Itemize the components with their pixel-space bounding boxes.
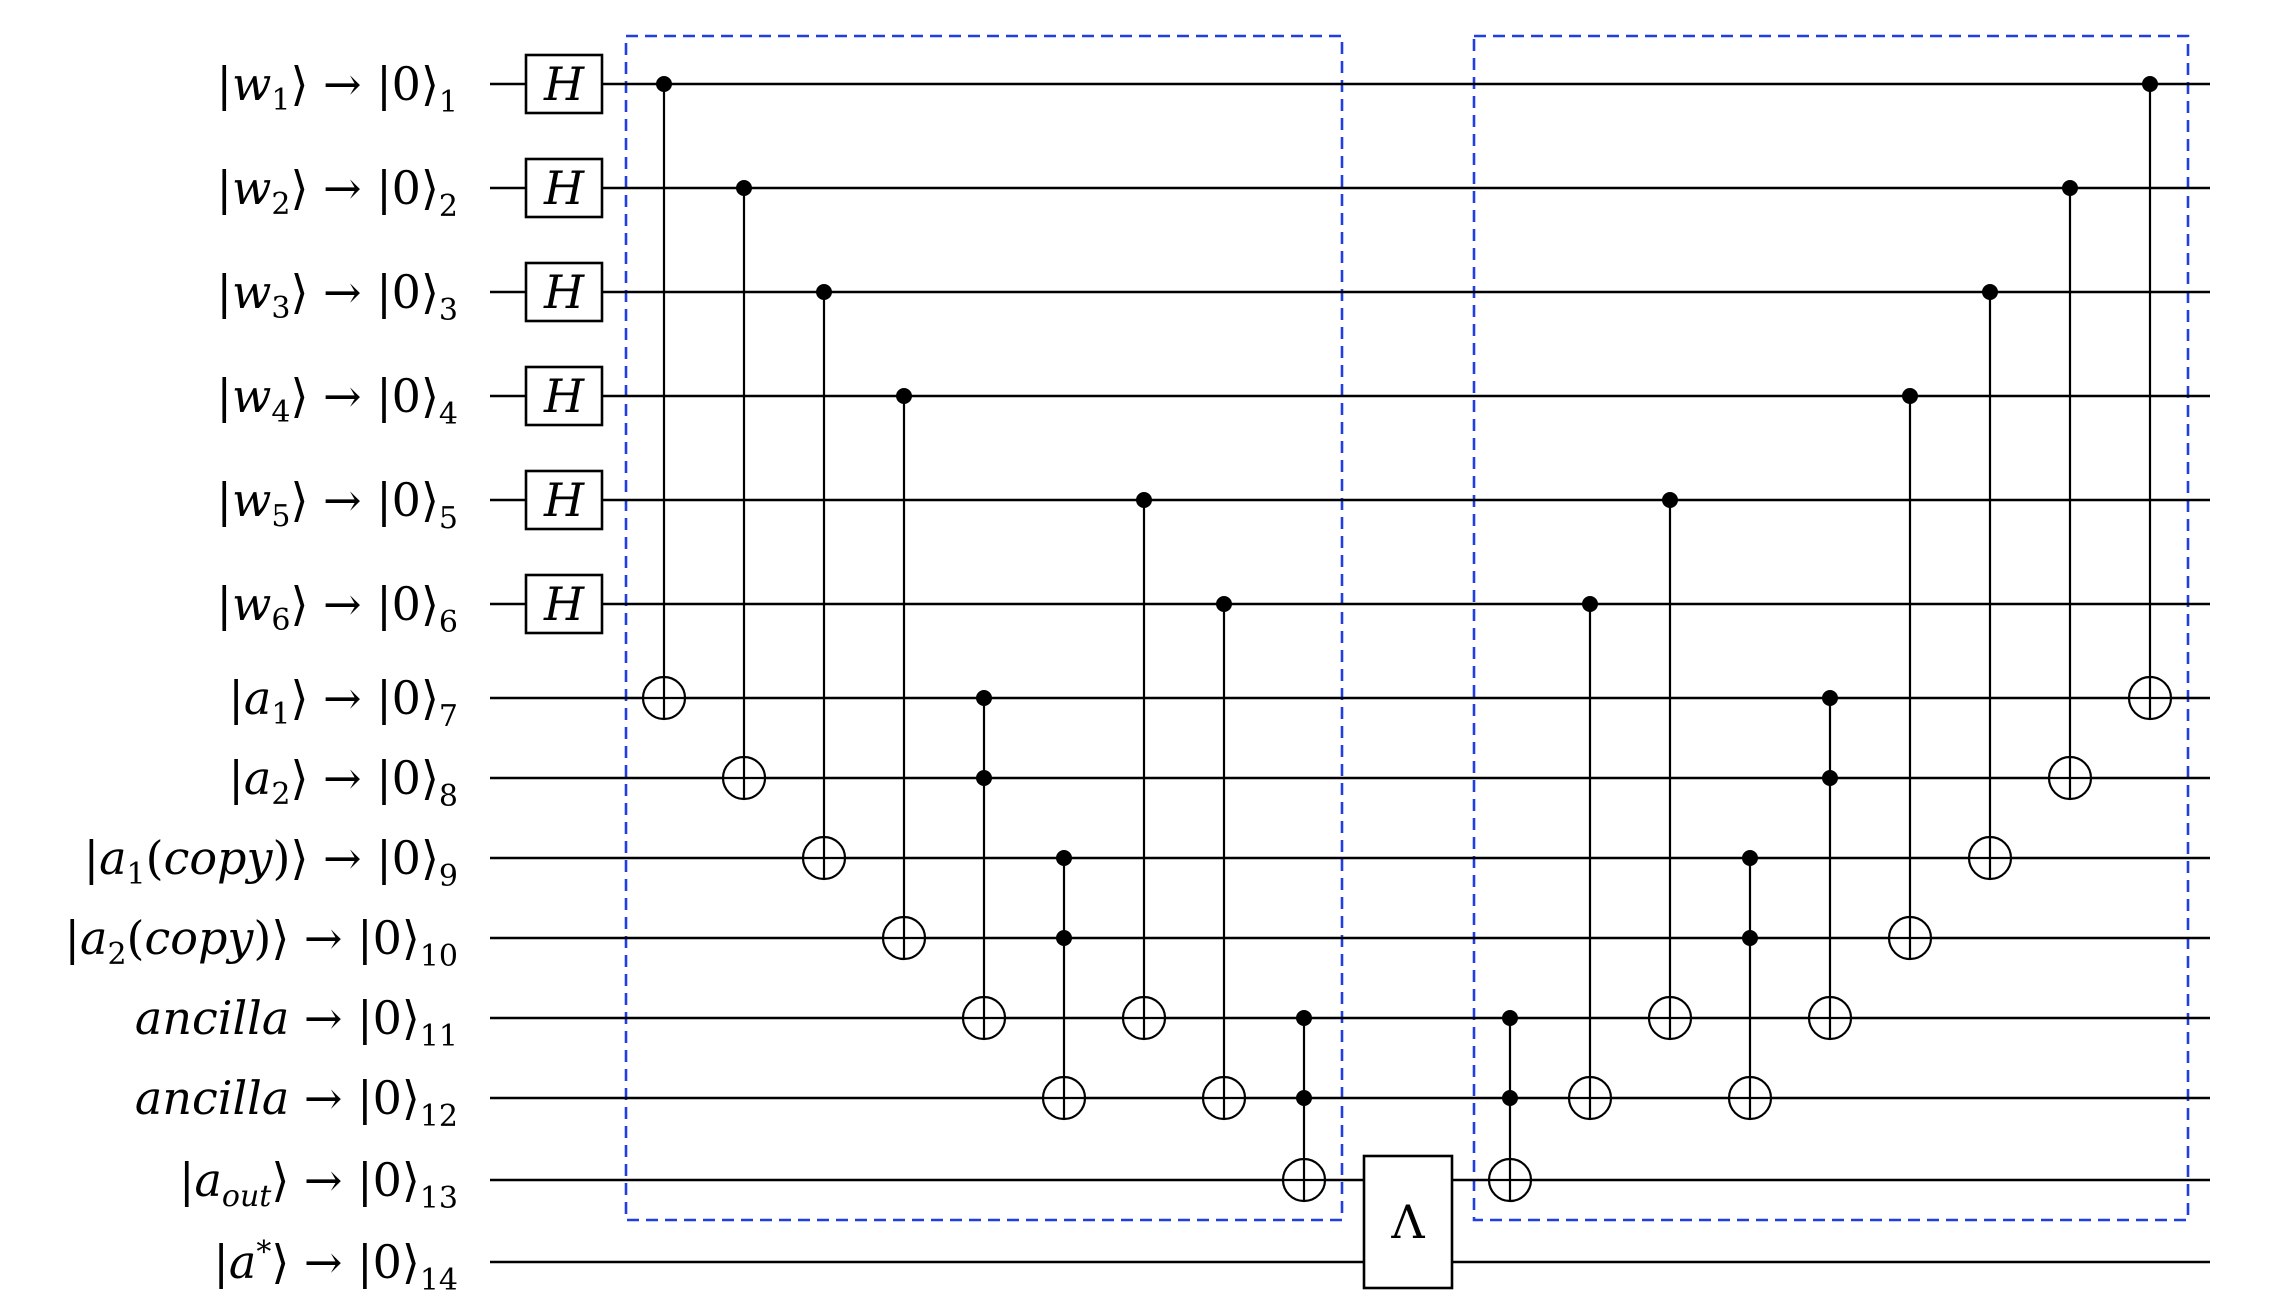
dashed-blocks — [624, 34, 2190, 1222]
cnot-gate-compute-4 — [881, 388, 927, 961]
qubit-label-8: |a2⟩ → |0⟩8 — [228, 751, 458, 814]
control-dot — [976, 770, 992, 786]
svg-text:H: H — [543, 473, 585, 527]
cnot-gate-uncompute-2 — [1567, 596, 1613, 1121]
cnot-gate-uncompute-1 — [1487, 1010, 1533, 1203]
qubit-label-9: |a1(copy)⟩ → |0⟩9 — [84, 831, 458, 894]
qubit-labels: |w1⟩ → |0⟩1 |w2⟩ → |0⟩2 |w3⟩ → |0⟩3 |w4⟩ → … — [65, 57, 458, 1298]
hadamard-gate-q2: H — [524, 157, 604, 219]
hadamard-gate-q6: H — [524, 573, 604, 635]
dashed-block-compute — [624, 34, 1344, 1222]
cnot-gate-compute-1 — [641, 76, 687, 721]
cnot-gate-compute-2 — [721, 180, 767, 801]
oracle-lambda-gate: Λ — [1362, 1154, 1454, 1290]
cnot-gate-compute-8 — [1201, 596, 1247, 1121]
qubit-label-13: |aout⟩ → |0⟩13 — [179, 1153, 458, 1216]
control-dot — [736, 180, 752, 196]
svg-text:H: H — [543, 265, 585, 319]
cnot-gate-uncompute-9 — [2127, 76, 2173, 721]
control-dot — [1582, 596, 1598, 612]
dashed-block-uncompute — [1472, 34, 2190, 1222]
hadamard-gate-q5: H — [524, 469, 604, 531]
control-dot — [1982, 284, 1998, 300]
control-dot — [2062, 180, 2078, 196]
qubit-label-1: |w1⟩ → |0⟩1 — [216, 57, 458, 120]
control-dot — [1296, 1090, 1312, 1106]
cnot-gate-compute-3 — [801, 284, 847, 881]
cnot-gate-compute-6 — [1041, 850, 1087, 1121]
cnot-gate-compute-5 — [961, 690, 1007, 1041]
control-dot — [1822, 690, 1838, 706]
qubit-label-5: |w5⟩ → |0⟩5 — [216, 473, 458, 536]
control-dot — [1056, 850, 1072, 866]
control-dot — [896, 388, 912, 404]
qubit-wires — [490, 82, 2210, 1264]
control-dot — [816, 284, 832, 300]
qubit-label-14: |a*⟩ → |0⟩14 — [213, 1235, 458, 1298]
control-dot — [976, 690, 992, 706]
cnot-gate-compute-7 — [1121, 492, 1167, 1041]
cnot-gate-uncompute-4 — [1727, 850, 1773, 1121]
qubit-label-4: |w4⟩ → |0⟩4 — [216, 369, 458, 432]
control-dot — [1662, 492, 1678, 508]
hadamard-gate-q1: H — [524, 53, 604, 115]
control-dot — [1296, 1010, 1312, 1026]
qubit-label-2: |w2⟩ → |0⟩2 — [216, 161, 458, 224]
hadamard-gate-q3: H — [524, 261, 604, 323]
control-dot — [1136, 492, 1152, 508]
control-dot — [1502, 1010, 1518, 1026]
cnot-gate-uncompute-6 — [1887, 388, 1933, 961]
control-dot — [1216, 596, 1232, 612]
control-dot — [1902, 388, 1918, 404]
control-dot — [2142, 76, 2158, 92]
control-dot — [1822, 770, 1838, 786]
svg-text:H: H — [543, 57, 585, 111]
cnot-gate-uncompute-3 — [1647, 492, 1693, 1041]
svg-text:H: H — [543, 369, 585, 423]
qubit-label-12: ancilla → |0⟩12 — [135, 1071, 458, 1134]
control-dot — [1742, 930, 1758, 946]
qubit-label-11: ancilla → |0⟩11 — [135, 991, 458, 1054]
cnot-gate-uncompute-8 — [2047, 180, 2093, 801]
qubit-label-6: |w6⟩ → |0⟩6 — [216, 577, 458, 640]
control-dot — [1502, 1090, 1518, 1106]
qubit-label-3: |w3⟩ → |0⟩3 — [216, 265, 458, 328]
qubit-label-7: |a1⟩ → |0⟩7 — [228, 671, 458, 734]
control-dot — [1056, 930, 1072, 946]
control-dot — [1742, 850, 1758, 866]
svg-text:Λ: Λ — [1390, 1195, 1425, 1249]
svg-text:H: H — [543, 161, 585, 215]
svg-text:H: H — [543, 577, 585, 631]
cnot-gate-uncompute-7 — [1967, 284, 2013, 881]
qubit-label-10: |a2(copy)⟩ → |0⟩10 — [65, 911, 458, 974]
cnot-gate-compute-9 — [1281, 1010, 1327, 1203]
cnot-gate-uncompute-5 — [1807, 690, 1853, 1041]
control-dot — [656, 76, 672, 92]
hadamard-gate-q4: H — [524, 365, 604, 427]
